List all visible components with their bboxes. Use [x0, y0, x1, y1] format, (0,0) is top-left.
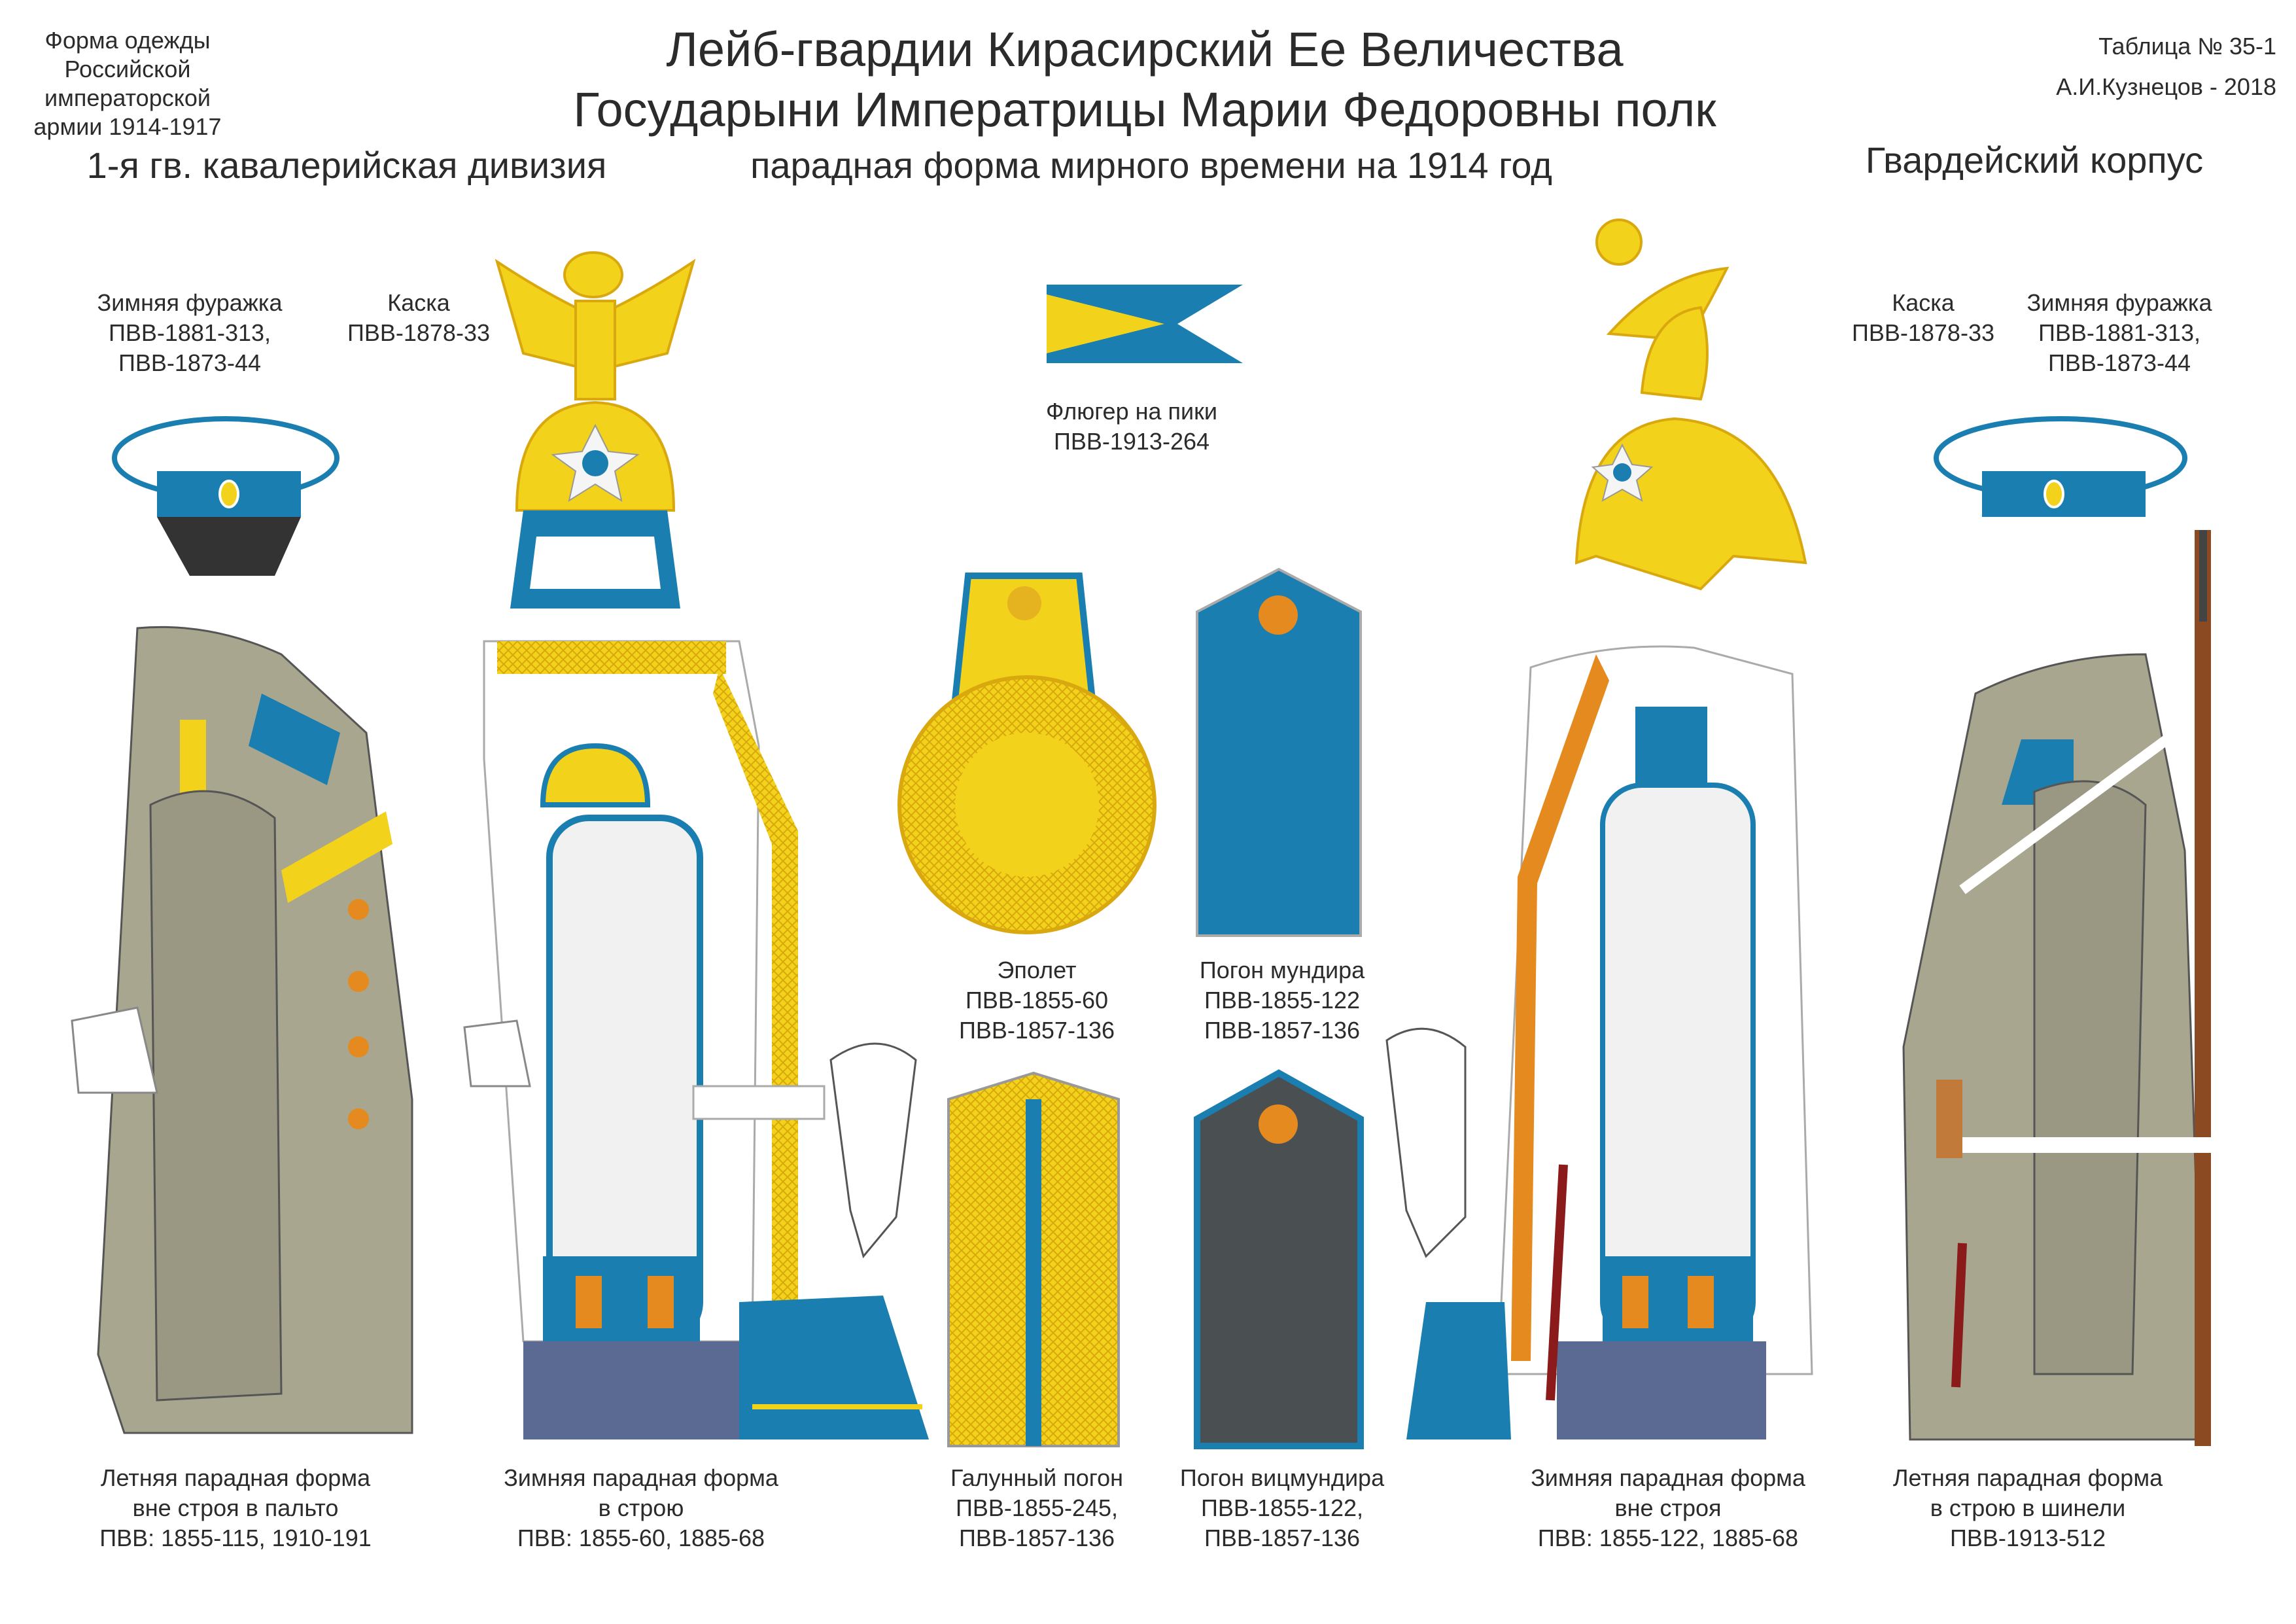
- subtitle: парадная форма мирного времени на 1914 г…: [750, 145, 1552, 186]
- figure-winter-parade-ranks: [463, 640, 929, 1439]
- corps-label: Гвардейский корпус: [1865, 139, 2204, 181]
- helmet-left-label: Каска ПВВ-1878-33: [347, 289, 490, 346]
- table-number: Таблица № 35-1 А.И.Кузнецов - 2018: [2056, 33, 2276, 100]
- helmet-right: [1574, 219, 1807, 591]
- figure3-label: Зимняя парадная форма вне строя ПВВ: 185…: [1531, 1464, 1805, 1551]
- tunic-strap-label: Погон мундира ПВВ-1855-122 ПВВ-1857-136: [1199, 957, 1365, 1044]
- figure-summer-coat: [71, 626, 413, 1434]
- winter-cap-left: [112, 416, 339, 576]
- helmet-left: [495, 251, 696, 609]
- cap-left-label: Зимняя фуражка ПВВ-1881-313, ПВВ-1873-44: [97, 289, 283, 376]
- white-gloves: [829, 1027, 1467, 1259]
- helmet-right-label: Каска ПВВ-1878-33: [1851, 289, 1994, 346]
- epaulette: [897, 573, 1157, 934]
- figure-winter-parade-out: [1406, 645, 1813, 1439]
- winter-cap-right: [1934, 416, 2187, 517]
- cap-right-label: Зимняя фуражка ПВВ-1881-313, ПВВ-1873-44: [2026, 289, 2212, 376]
- figure1-label: Летняя парадная форма вне строя в пальто…: [99, 1464, 372, 1551]
- figure-summer-greatcoat: [1902, 530, 2211, 1446]
- galloon-strap-label: Галунный погон ПВВ-1855-245, ПВВ-1857-13…: [950, 1464, 1123, 1551]
- vicmundir-strap-label: Погон вицмундира ПВВ-1855-122, ПВВ-1857-…: [1179, 1464, 1385, 1551]
- page-title: Лейб-гвардии Кирасирский Ее Величества Г…: [573, 22, 1716, 137]
- vicmundir-shoulder-strap: [1194, 1069, 1364, 1449]
- galloon-shoulder-strap: [947, 1071, 1120, 1447]
- tunic-shoulder-strap: [1196, 567, 1362, 937]
- pennant-label: Флюгер на пики ПВВ-1913-264: [1046, 398, 1217, 455]
- lance-pennant: [1047, 285, 1243, 363]
- figure4-label: Летняя парадная форма в строю в шинели П…: [1892, 1464, 2163, 1551]
- figure2-label: Зимняя парадная форма в строю ПВВ: 1855-…: [504, 1464, 778, 1551]
- division-label: 1-я гв. кавалерийская дивизия: [86, 145, 607, 186]
- series-title: Форма одежды Российской императорской ар…: [33, 27, 222, 140]
- epaulette-label: Эполет ПВВ-1855-60 ПВВ-1857-136: [958, 957, 1115, 1044]
